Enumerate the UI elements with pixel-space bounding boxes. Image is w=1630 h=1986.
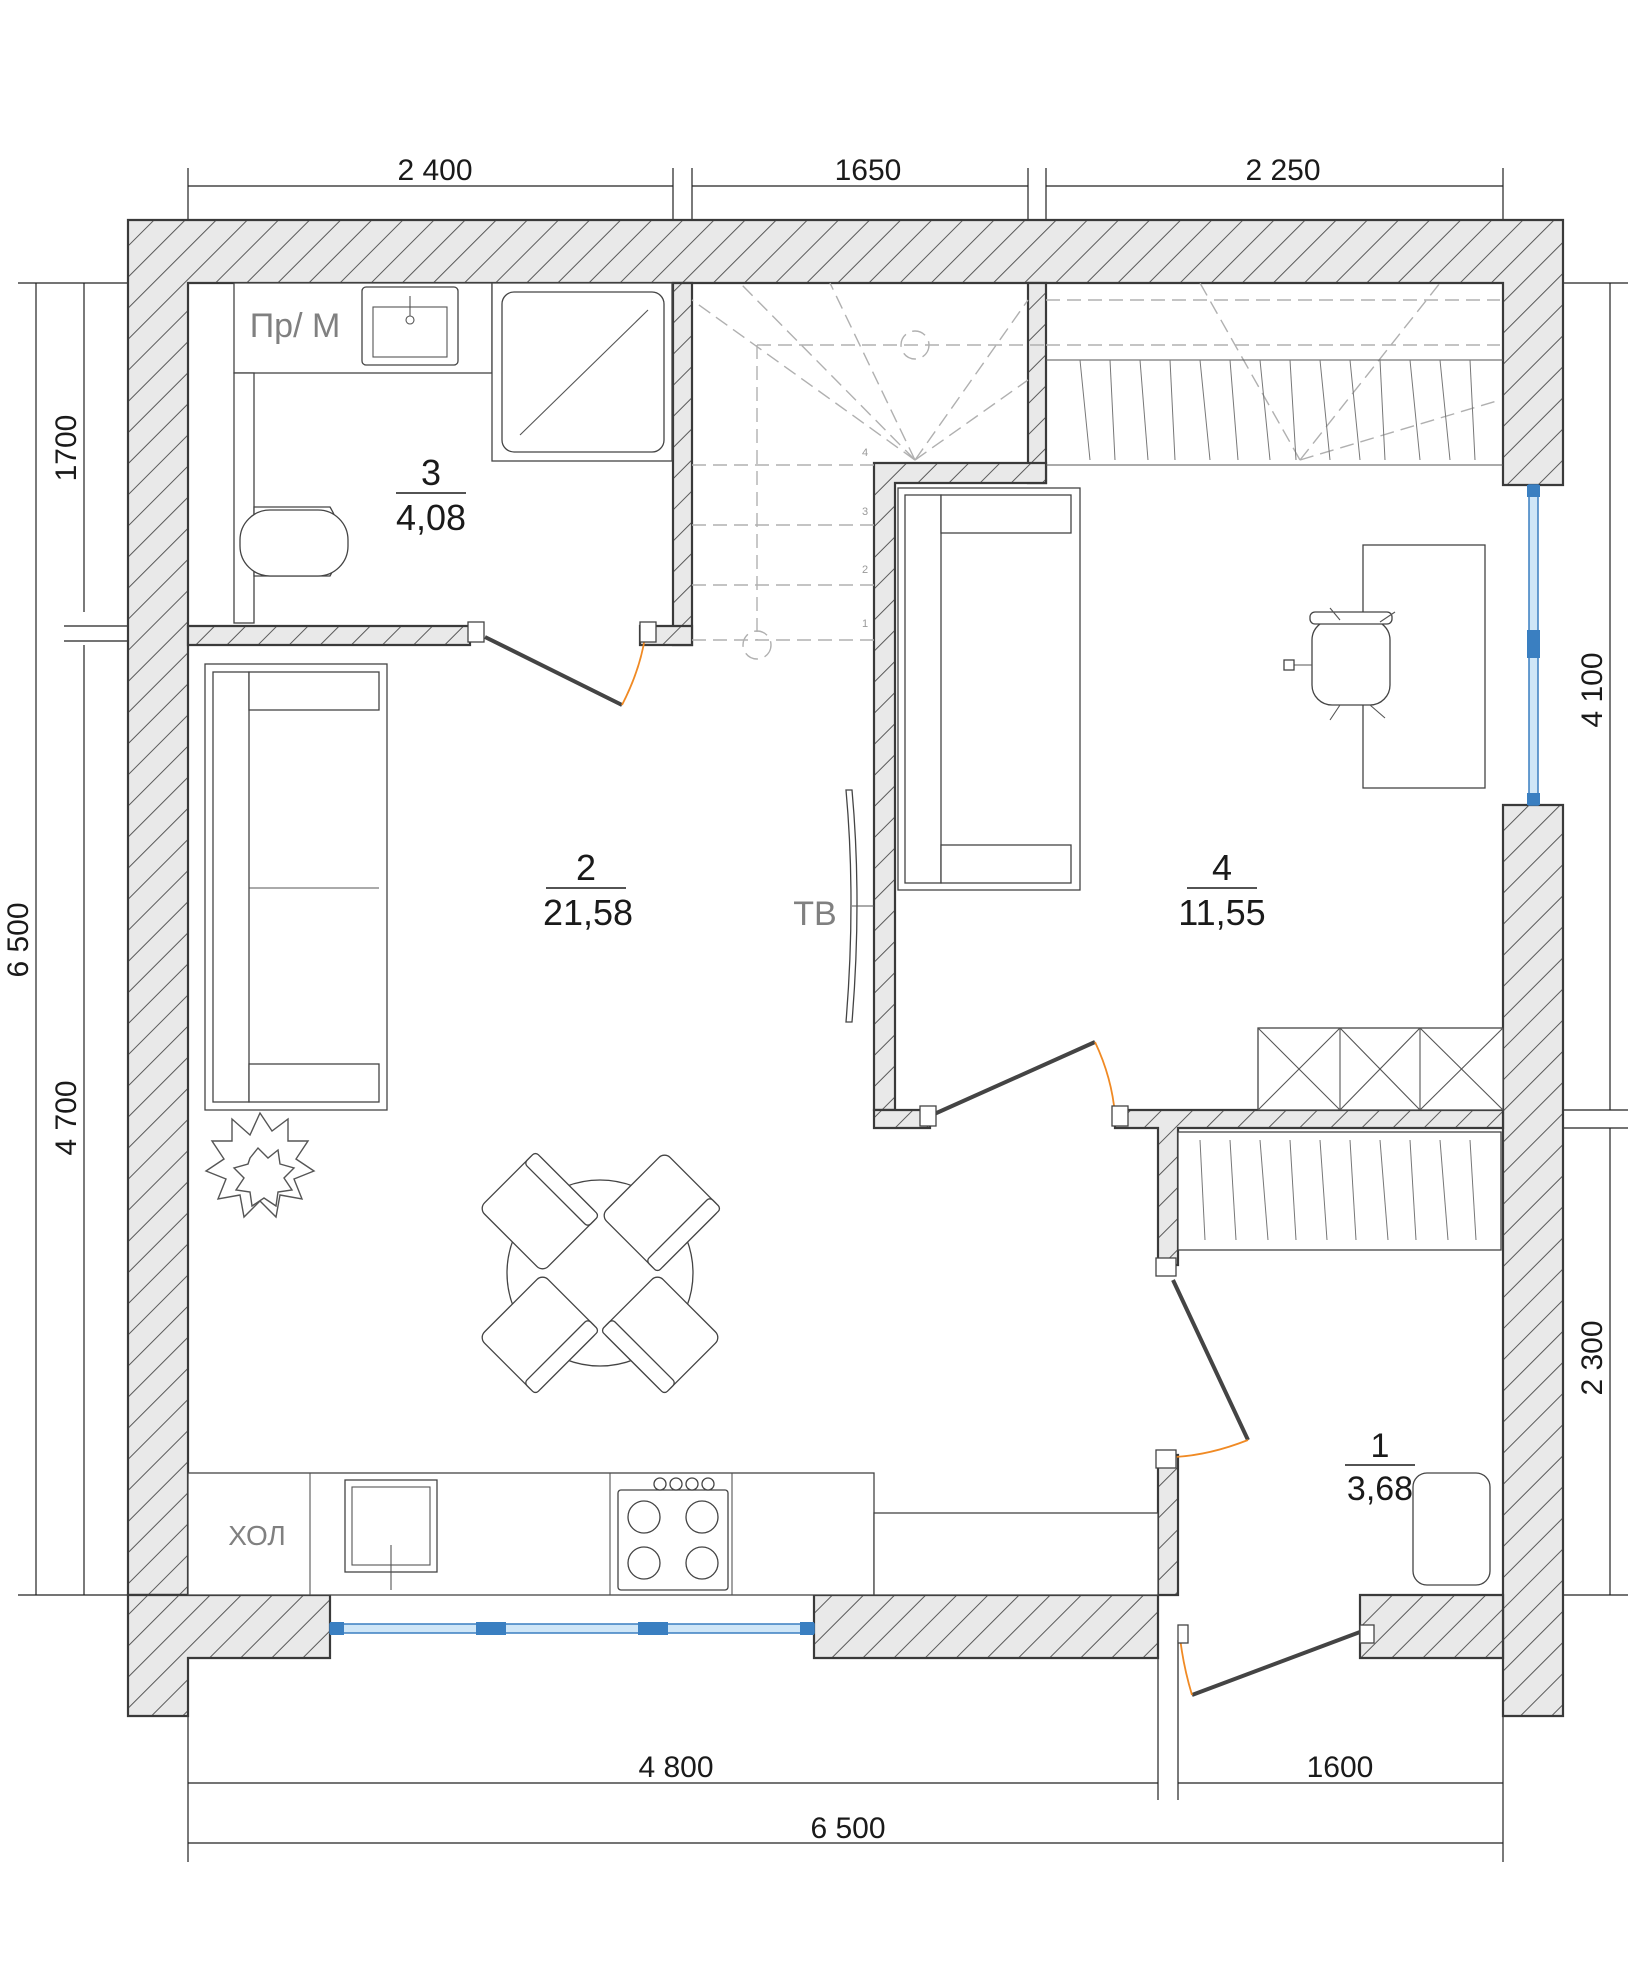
dim-bottom-left: 4 800 xyxy=(638,1751,713,1784)
office-chair xyxy=(1283,607,1396,721)
kitchen-counter xyxy=(187,1472,1159,1596)
dimension-lines xyxy=(18,168,1628,1862)
room-1-area: 3,68 xyxy=(1347,1470,1413,1508)
dim-top-left: 2 400 xyxy=(397,154,472,187)
dim-left-upper: 1700 xyxy=(50,415,83,482)
fridge-label: ХОЛ xyxy=(228,1520,286,1551)
dim-bottom-right: 1600 xyxy=(1307,1751,1374,1784)
plant xyxy=(204,1111,316,1219)
dining-set xyxy=(481,1152,721,1394)
walls xyxy=(126,218,1565,1718)
storage-shelf xyxy=(1177,1131,1502,1251)
wardrobe xyxy=(1257,1027,1504,1111)
dim-top-mid: 1650 xyxy=(835,154,902,187)
dim-right-upper: 4 100 xyxy=(1576,652,1609,727)
svg-text:2: 2 xyxy=(862,564,868,576)
dim-bottom-total: 6 500 xyxy=(810,1812,885,1845)
dim-top-right: 2 250 xyxy=(1245,154,1320,187)
room-4-area: 11,55 xyxy=(1178,892,1265,933)
room-label-1: 1 3,68 xyxy=(1345,1427,1415,1508)
entrance-pouf xyxy=(1412,1472,1491,1586)
washer-label: Пр/ М xyxy=(250,307,341,345)
room-2-area: 21,58 xyxy=(543,892,633,933)
svg-text:3: 3 xyxy=(862,506,868,518)
dim-right-lower: 2 300 xyxy=(1576,1320,1609,1395)
tv-stand xyxy=(845,789,874,1023)
room-label-3: 3 4,08 xyxy=(396,452,466,538)
room-1-number: 1 xyxy=(1371,1427,1390,1465)
dim-left-outer: 6 500 xyxy=(2,902,35,977)
room-label-2: 2 21,58 xyxy=(543,847,633,933)
room-2-number: 2 xyxy=(576,847,596,888)
svg-text:4: 4 xyxy=(862,447,868,459)
room-3-number: 3 xyxy=(421,452,441,493)
room-3-area: 4,08 xyxy=(396,497,466,538)
bathroom-fixtures xyxy=(233,282,673,624)
room-4-number: 4 xyxy=(1212,847,1232,888)
staircase: 1 2 3 4 xyxy=(691,282,1503,660)
sofa-right xyxy=(897,487,1081,891)
sofa-left xyxy=(204,663,388,1111)
room-label-4: 4 11,55 xyxy=(1178,847,1265,933)
dim-left-lower: 4 700 xyxy=(50,1080,83,1155)
tv-label: ТВ xyxy=(793,895,836,933)
svg-text:1: 1 xyxy=(862,618,868,630)
windows xyxy=(329,484,1540,1635)
doors xyxy=(467,621,1375,1697)
